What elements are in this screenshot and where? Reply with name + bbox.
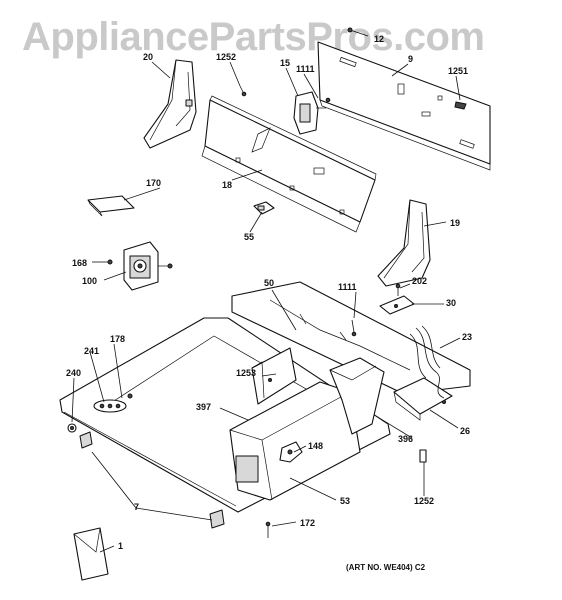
part-240-grommet[interactable] (67, 423, 77, 433)
callout-148: 148 (308, 441, 323, 451)
part-19-end-bracket-right[interactable] (377, 199, 431, 287)
callout-12: 12 (374, 34, 384, 44)
art-number: (ART NO. WE404) C2 (346, 563, 426, 572)
part-55-clip[interactable] (253, 201, 275, 215)
callout-15: 15 (280, 58, 290, 68)
callout-1111-lower: 1111 (338, 282, 357, 292)
part-20-end-bracket-left[interactable] (143, 59, 197, 149)
callout-53: 53 (340, 496, 350, 506)
part-178-lug[interactable] (93, 399, 127, 413)
callout-labels: 20 1252 15 1111 12 9 1251 170 18 55 19 1… (66, 34, 472, 572)
callout-240: 240 (66, 368, 81, 378)
callout-26: 26 (460, 426, 470, 436)
part-396-duct[interactable] (329, 357, 385, 435)
part-7-hinge-left[interactable] (79, 431, 93, 449)
callout-1252-top: 1252 (216, 52, 236, 62)
part-30-switch[interactable] (379, 295, 415, 315)
callout-100: 100 (82, 276, 97, 286)
part-7-hinge-right[interactable] (209, 509, 225, 529)
part-397-console-housing[interactable] (229, 381, 361, 501)
callout-170: 170 (146, 178, 161, 188)
part-26-rear-bracket[interactable] (393, 377, 453, 421)
callout-50: 50 (264, 278, 274, 288)
callout-9: 9 (408, 54, 413, 64)
callout-7: 7 (134, 502, 139, 512)
callout-20: 20 (143, 52, 153, 62)
callout-55: 55 (244, 232, 254, 242)
part-148-knob[interactable] (279, 441, 303, 463)
callout-1251: 1251 (448, 66, 468, 76)
part-1111-screw-lower[interactable] (351, 319, 357, 337)
part-1252-screw-top[interactable] (239, 85, 247, 97)
callout-178: 178 (110, 334, 125, 344)
callout-1: 1 (118, 541, 123, 551)
leader-lines (71, 61, 461, 553)
part-1253-bracket[interactable] (251, 347, 297, 405)
part-172-screw[interactable] (265, 521, 271, 538)
watermark-text: AppliancePartsPros.com (22, 15, 485, 59)
callout-172: 172 (300, 518, 315, 528)
part-12-screw[interactable] (347, 27, 369, 37)
callout-19: 19 (450, 218, 460, 228)
part-202-screw[interactable] (395, 283, 401, 296)
callout-241: 241 (84, 346, 99, 356)
part-100-timer[interactable] (123, 241, 173, 291)
callout-397: 397 (196, 402, 211, 412)
part-168-screw[interactable] (107, 259, 113, 265)
callout-18: 18 (222, 180, 232, 190)
callout-396: 396 (398, 434, 413, 444)
part-170-card[interactable] (87, 195, 135, 217)
callout-30: 30 (446, 298, 456, 308)
part-1251-clip[interactable] (454, 101, 467, 110)
part-1252-screw-lower[interactable] (419, 449, 427, 463)
part-241-plug[interactable] (127, 393, 133, 399)
part-9-backsplash-panel[interactable] (317, 41, 491, 171)
callout-1252-lower: 1252 (414, 496, 434, 506)
part-18-control-panel[interactable] (201, 95, 377, 233)
callout-202: 202 (412, 276, 427, 286)
callout-23: 23 (462, 332, 472, 342)
callout-168: 168 (72, 258, 87, 268)
part-15-switch[interactable] (293, 91, 331, 135)
part-1-literature-envelope[interactable] (73, 527, 109, 581)
callout-1111-top: 1111 (296, 64, 315, 74)
callout-1253: 1253 (236, 368, 256, 378)
part-23-wire-harness[interactable] (409, 325, 445, 399)
